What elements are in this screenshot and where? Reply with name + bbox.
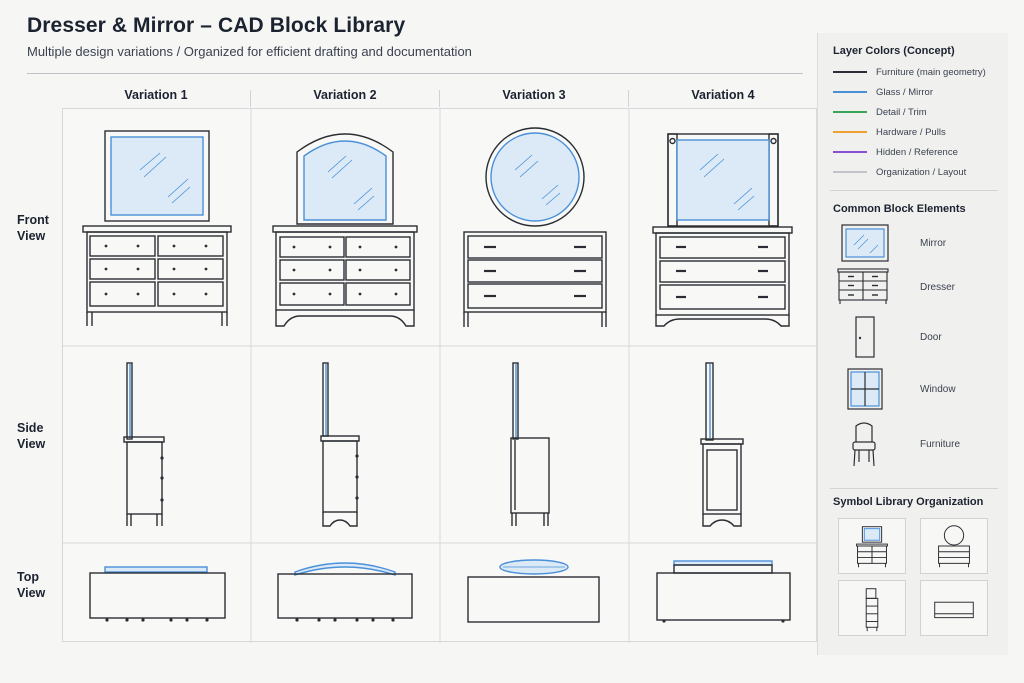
side-view-variation-1-block[interactable] <box>118 360 173 530</box>
top-view-variation-1-block[interactable] <box>85 562 230 624</box>
door-icon[interactable] <box>836 315 892 359</box>
row-label-line: Front <box>17 213 49 227</box>
column-header-variation-3: Variation 3 <box>502 88 566 102</box>
row-label-line: View <box>17 437 46 451</box>
panel-divider <box>830 488 998 489</box>
library-organization-heading: Symbol Library Organization <box>833 496 984 508</box>
legend-item: Hidden / Reference <box>833 145 958 159</box>
column-divider <box>250 90 251 107</box>
legend-label: Organization / Layout <box>876 166 967 178</box>
library-thumbnail-dresser-mirror[interactable] <box>838 518 906 574</box>
legend-label: Detail / Trim <box>876 106 927 118</box>
chair-icon[interactable] <box>836 420 892 467</box>
legend-label: Hidden / Reference <box>876 146 958 158</box>
legend-item: Glass / Mirror <box>833 85 933 99</box>
library-thumbnail-top-view[interactable] <box>920 580 988 636</box>
row-label-line: View <box>17 586 46 600</box>
front-view-variation-3-block[interactable] <box>460 125 610 330</box>
top-view-variation-3-block[interactable] <box>463 556 608 624</box>
legend-swatch <box>833 171 867 173</box>
row-label-side-view: Side View <box>17 420 45 452</box>
legend-item: Organization / Layout <box>833 165 966 179</box>
column-divider <box>439 90 440 107</box>
legend-swatch <box>833 131 867 133</box>
element-label-door: Door <box>920 332 942 343</box>
legend-label: Glass / Mirror <box>876 86 933 98</box>
top-view-variation-4-block[interactable] <box>652 558 797 624</box>
legend-item: Hardware / Pulls <box>833 125 946 139</box>
grid-lines <box>63 109 818 643</box>
element-label-dresser: Dresser <box>920 282 956 293</box>
side-view-variation-2-block[interactable] <box>314 360 369 530</box>
column-header-variation-4: Variation 4 <box>691 88 755 102</box>
side-view-variation-3-block[interactable] <box>505 360 560 530</box>
top-view-variation-2-block[interactable] <box>273 556 418 624</box>
library-thumbnail-round-mirror[interactable] <box>920 518 988 574</box>
front-view-variation-1-block[interactable] <box>80 125 235 330</box>
legend-swatch <box>833 151 867 153</box>
element-label-mirror: Mirror <box>920 238 947 249</box>
legend-label: Furniture (main geometry) <box>876 66 986 78</box>
mirror-icon[interactable] <box>836 221 892 265</box>
element-label-furniture: Furniture <box>920 439 961 450</box>
row-label-line: Side <box>17 421 44 435</box>
front-view-variation-4-block[interactable] <box>650 130 795 330</box>
page-title: Dresser & Mirror – CAD Block Library <box>27 14 406 37</box>
layer-colors-heading: Layer Colors (Concept) <box>833 45 955 57</box>
row-label-line: View <box>17 229 46 243</box>
window-icon[interactable] <box>836 367 892 411</box>
block-elements-heading: Common Block Elements <box>833 203 966 215</box>
library-thumbnail-side-view[interactable] <box>838 580 906 636</box>
legend-item: Detail / Trim <box>833 105 927 119</box>
side-panel: Layer Colors (Concept) Furniture (main g… <box>817 33 1008 655</box>
row-label-line: Top <box>17 570 39 584</box>
legend-item: Furniture (main geometry) <box>833 65 986 79</box>
legend-swatch <box>833 71 867 73</box>
title-divider <box>27 73 803 74</box>
legend-swatch <box>833 91 867 93</box>
dresser-icon[interactable] <box>836 265 892 309</box>
legend-swatch <box>833 111 867 113</box>
page-subtitle: Multiple design variations / Organized f… <box>27 44 472 59</box>
front-view-variation-2-block[interactable] <box>270 122 420 330</box>
panel-divider <box>830 190 998 191</box>
column-divider <box>628 90 629 107</box>
column-header-variation-2: Variation 2 <box>313 88 377 102</box>
legend-label: Hardware / Pulls <box>876 126 946 138</box>
side-view-variation-4-block[interactable] <box>695 360 750 530</box>
row-label-front-view: Front View <box>17 212 49 244</box>
element-label-window: Window <box>920 384 956 395</box>
row-label-top-view: Top View <box>17 569 45 601</box>
column-header-variation-1: Variation 1 <box>124 88 188 102</box>
